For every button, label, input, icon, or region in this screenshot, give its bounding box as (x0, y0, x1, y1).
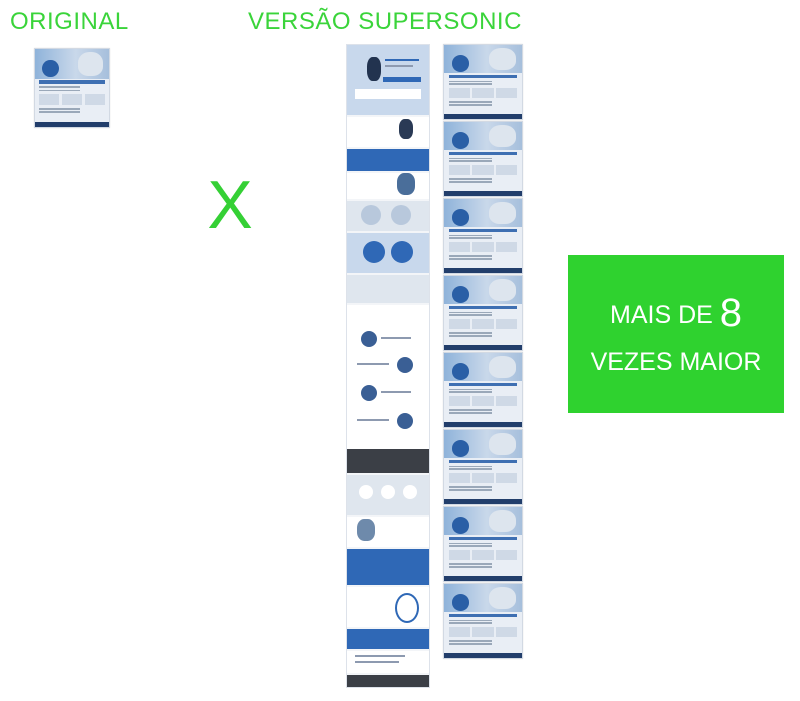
original-page-copy (443, 198, 523, 274)
versus-mark: X (207, 167, 253, 243)
callout-prefix: MAIS DE (610, 301, 713, 329)
original-page-copy (443, 44, 523, 120)
original-page-copy (443, 352, 523, 428)
original-page-copy (443, 429, 523, 505)
comparison-callout: MAIS DE 8 VEZES MAIOR (568, 255, 784, 413)
original-label: ORIGINAL (10, 8, 129, 35)
supersonic-page-strip (346, 44, 430, 688)
callout-line2: VEZES MAIOR (590, 348, 762, 376)
original-page-copy (443, 121, 523, 197)
original-page-copy (443, 583, 523, 659)
original-page-thumbnail (34, 48, 110, 128)
supersonic-label: VERSÃO SUPERSONIC (248, 8, 522, 35)
callout-number: 8 (719, 291, 742, 335)
original-page-copy (443, 275, 523, 351)
original-page-copy (443, 506, 523, 582)
